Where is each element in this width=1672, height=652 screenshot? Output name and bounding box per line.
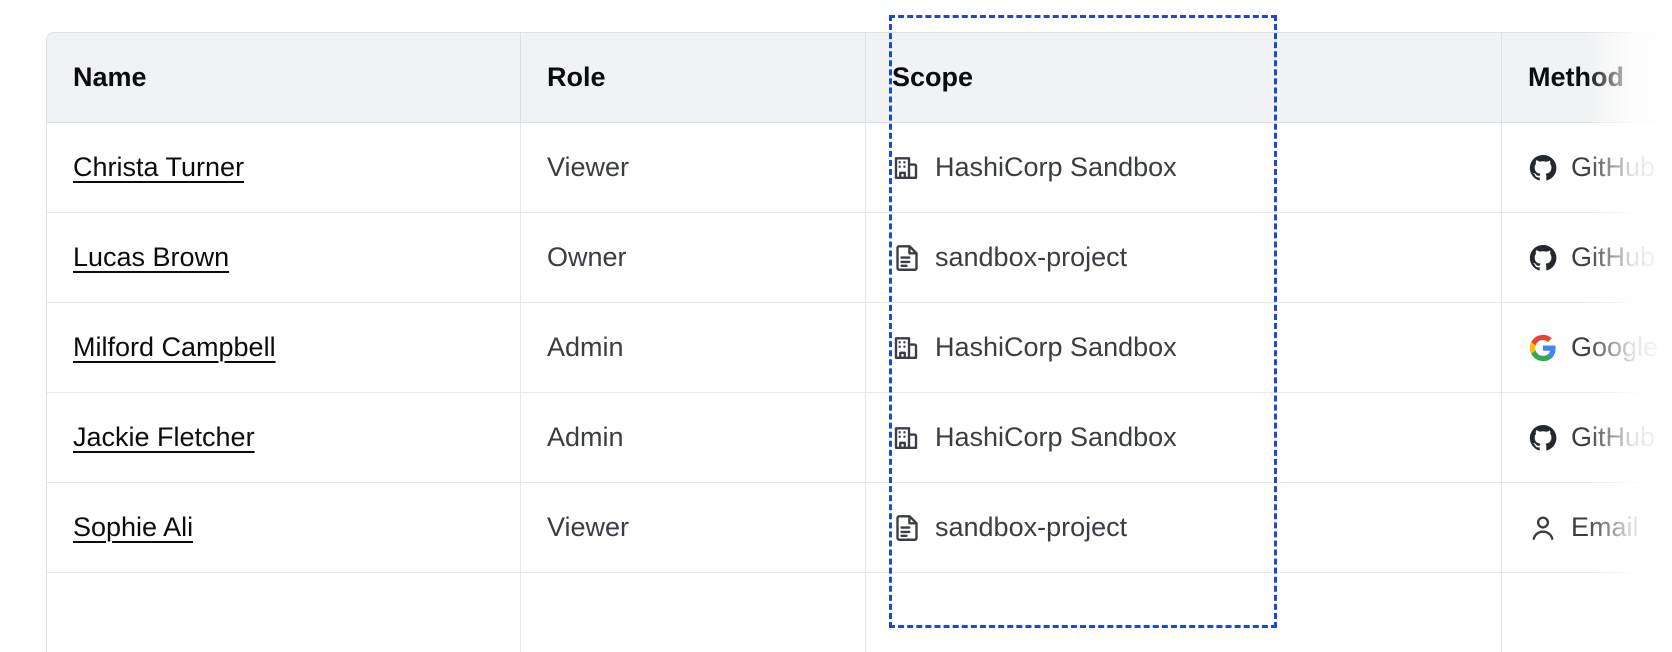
cell-name: Christa Turner xyxy=(47,123,521,213)
organization-building-icon xyxy=(892,423,922,453)
cell-role: Viewer xyxy=(521,483,866,573)
cell-method: GitHub xyxy=(1502,393,1666,483)
member-name-link[interactable]: Lucas Brown xyxy=(73,242,230,272)
cell-name xyxy=(47,573,521,652)
project-document-icon xyxy=(892,513,922,543)
method-value: GitHub xyxy=(1528,423,1666,453)
scope-value: sandbox-project xyxy=(892,243,1475,273)
table-row[interactable]: Christa Turner Viewer HashiCorp Sandbox Git… xyxy=(47,123,1666,213)
scope-label: sandbox-project xyxy=(935,512,1128,542)
method-value: GitHub xyxy=(1528,153,1666,183)
cell-role: Admin xyxy=(521,303,866,393)
scope-value: HashiCorp Sandbox xyxy=(892,423,1475,453)
scope-value: sandbox-project xyxy=(892,513,1475,543)
member-name-link[interactable]: Sophie Ali xyxy=(73,512,194,542)
method-value: Google xyxy=(1528,333,1666,363)
cell-name: Jackie Fletcher xyxy=(47,393,521,483)
cell-role: Owner xyxy=(521,213,866,303)
scope-value: HashiCorp Sandbox xyxy=(892,333,1475,363)
method-label: GitHub xyxy=(1571,152,1656,182)
cell-scope: HashiCorp Sandbox xyxy=(866,393,1502,483)
scope-label: HashiCorp Sandbox xyxy=(935,332,1177,362)
cell-name: Lucas Brown xyxy=(47,213,521,303)
cell-method: GitHub xyxy=(1502,213,1666,303)
project-document-icon xyxy=(892,243,922,273)
cell-scope xyxy=(866,573,1502,652)
scope-value: HashiCorp Sandbox xyxy=(892,153,1475,183)
method-value: GitHub xyxy=(1528,243,1666,273)
column-header-scope[interactable]: Scope xyxy=(866,33,1502,123)
scope-label: HashiCorp Sandbox xyxy=(935,152,1177,182)
cell-role xyxy=(521,573,866,652)
table-row[interactable]: Sophie Ali Viewer sandbox-project Email xyxy=(47,483,1666,573)
table-row[interactable]: Milford Campbell Admin HashiCorp Sandbox Go… xyxy=(47,303,1666,393)
table-row[interactable]: Jackie Fletcher Admin HashiCorp Sandbox Git… xyxy=(47,393,1666,483)
cell-scope: sandbox-project xyxy=(866,483,1502,573)
cell-scope: sandbox-project xyxy=(866,213,1502,303)
table-row[interactable]: Lucas Brown Owner sandbox-project GitHub xyxy=(47,213,1666,303)
table-header: Name Role Scope Method xyxy=(47,33,1666,123)
cell-method xyxy=(1502,573,1666,652)
github-icon xyxy=(1528,243,1558,273)
organization-building-icon xyxy=(892,333,922,363)
member-name-link[interactable]: Jackie Fletcher xyxy=(73,422,255,452)
cell-scope: HashiCorp Sandbox xyxy=(866,303,1502,393)
cell-name: Sophie Ali xyxy=(47,483,521,573)
method-label: GitHub xyxy=(1571,242,1656,272)
google-icon xyxy=(1528,333,1558,363)
column-header-method[interactable]: Method xyxy=(1502,33,1666,123)
method-label: Google xyxy=(1571,332,1659,362)
github-icon xyxy=(1528,153,1558,183)
table-row[interactable] xyxy=(47,573,1666,652)
organization-building-icon xyxy=(892,153,922,183)
cell-role: Admin xyxy=(521,393,866,483)
method-label: Email xyxy=(1571,512,1639,542)
cell-role: Viewer xyxy=(521,123,866,213)
scope-label: HashiCorp Sandbox xyxy=(935,422,1177,452)
member-name-link[interactable]: Christa Turner xyxy=(73,152,245,182)
cell-method: Google xyxy=(1502,303,1666,393)
method-value: Email xyxy=(1528,513,1666,543)
scope-label: sandbox-project xyxy=(935,242,1128,272)
column-header-role[interactable]: Role xyxy=(521,33,866,123)
method-label: GitHub xyxy=(1571,422,1656,452)
cell-method: GitHub xyxy=(1502,123,1666,213)
cell-name: Milford Campbell xyxy=(47,303,521,393)
member-name-link[interactable]: Milford Campbell xyxy=(73,332,276,362)
cell-method: Email xyxy=(1502,483,1666,573)
table-header-row: Name Role Scope Method xyxy=(47,33,1666,123)
column-header-name[interactable]: Name xyxy=(47,33,521,123)
cell-scope: HashiCorp Sandbox xyxy=(866,123,1502,213)
user-icon xyxy=(1528,513,1558,543)
github-icon xyxy=(1528,423,1558,453)
